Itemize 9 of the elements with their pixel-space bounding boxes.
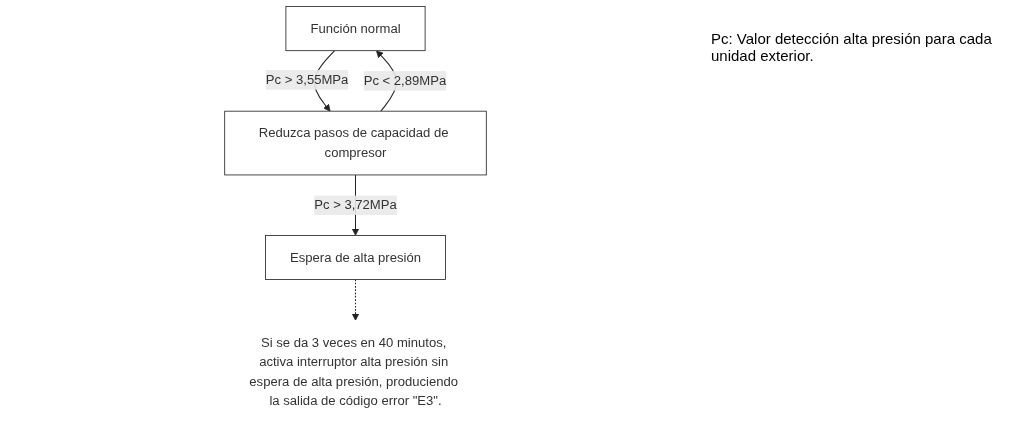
note-text: Pc: Valor detección alta presión para cada unidad exterior. bbox=[711, 30, 993, 64]
node-box: Espera de alta presión bbox=[265, 235, 446, 280]
edge-label: Pc > 3,72MPa bbox=[314, 197, 397, 212]
arrow bbox=[351, 279, 360, 321]
edge-label: Pc > 3,55MPa bbox=[265, 72, 349, 87]
node-text: Si se da 3 veces en 40 minutos, activa interruptor alta presión sin espera de alta presión, produciendo la salida de código error "E3". bbox=[249, 335, 459, 408]
edge-label: Pc < 2,89MPa bbox=[363, 73, 447, 88]
node-box: Reduzca pasos de capacidad de compresor bbox=[224, 110, 487, 176]
node-box: Función normal bbox=[285, 6, 426, 52]
